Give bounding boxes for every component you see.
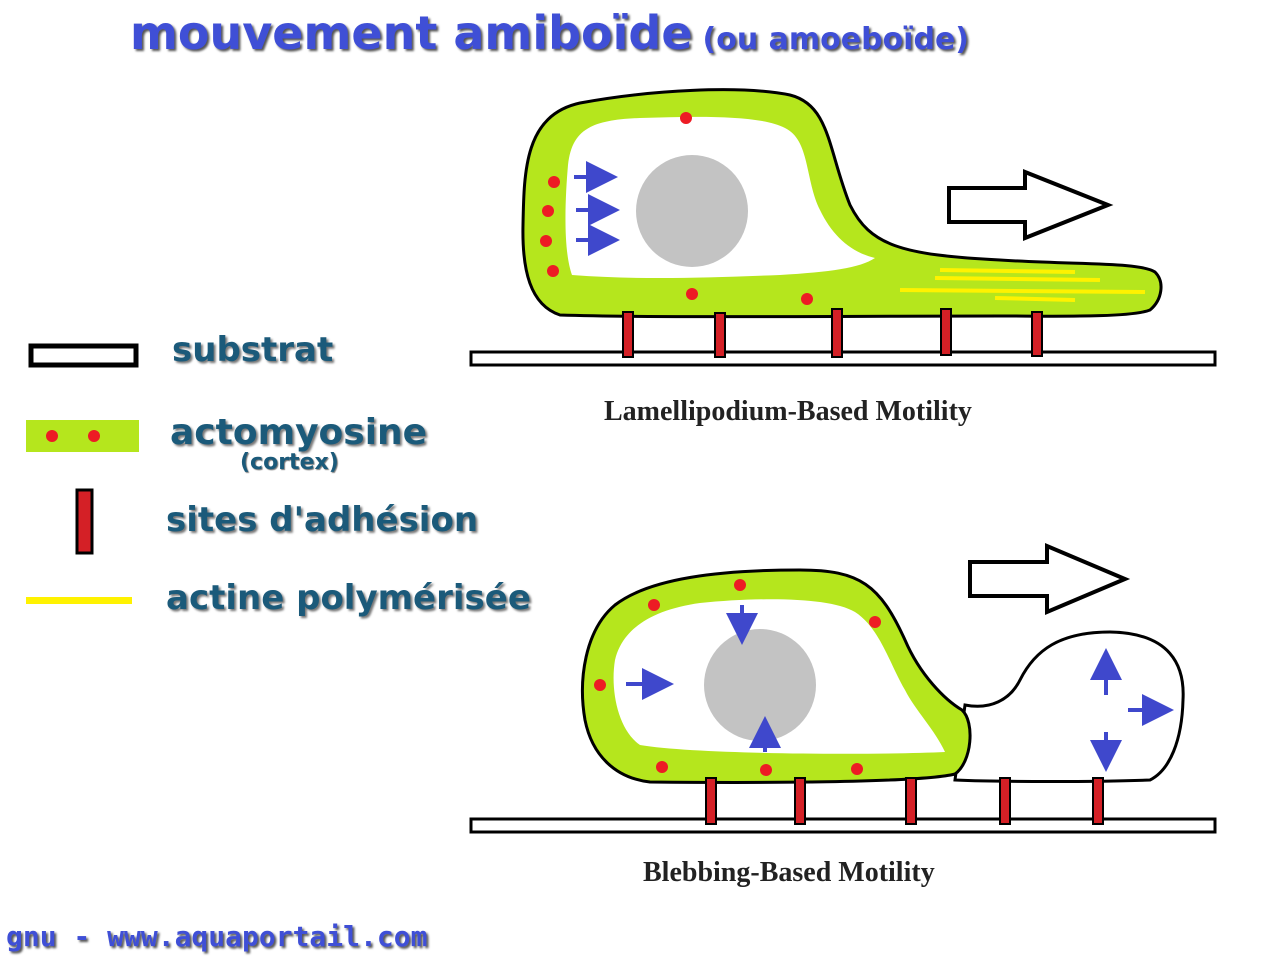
direction-arrow-top (947, 169, 1114, 241)
adhesion-sites-bottom (705, 777, 1104, 825)
legend-actomyosin-sublabel: (cortex) (240, 450, 339, 475)
title-sub: (ou amoeboïde) (702, 22, 969, 57)
myosin-dots-bottom (594, 579, 881, 776)
direction-arrow-bottom (968, 542, 1131, 616)
caption-lamellipodium: Lamellipodium-Based Motility (604, 396, 972, 427)
legend-substrate-label: substrat (172, 330, 334, 370)
bleb-arrows (1090, 648, 1174, 772)
legend-actin-icon (26, 597, 132, 604)
lamellipodium-cell (469, 88, 1217, 367)
force-arrows-bottom (626, 605, 781, 752)
nucleus-bottom (704, 629, 816, 741)
blebbing-cell (469, 542, 1217, 834)
legend-actin-label: actine polymérisée (166, 578, 531, 618)
nucleus-top (636, 155, 748, 267)
substrate-bottom (469, 817, 1217, 834)
page-title: mouvement amiboïde (ou amoeboïde) (130, 6, 969, 60)
actin-filaments (899, 268, 1146, 302)
legend-adhesion-icon (75, 488, 94, 555)
legend-actomyosin-label: actomyosine (170, 412, 428, 453)
caption-blebbing: Blebbing-Based Motility (643, 857, 935, 888)
myosin-dots-top (540, 112, 813, 305)
footer-credit: gnu - www.aquaportail.com (6, 920, 428, 953)
title-main: mouvement amiboïde (130, 6, 693, 60)
adhesion-sites-top (622, 308, 1043, 358)
force-arrows-top (574, 161, 620, 256)
legend-adhesion-label: sites d'adhésion (166, 500, 479, 540)
legend-actomyosin-icon (26, 420, 139, 452)
legend-substrate-icon (28, 343, 139, 368)
bleb (953, 630, 1185, 783)
